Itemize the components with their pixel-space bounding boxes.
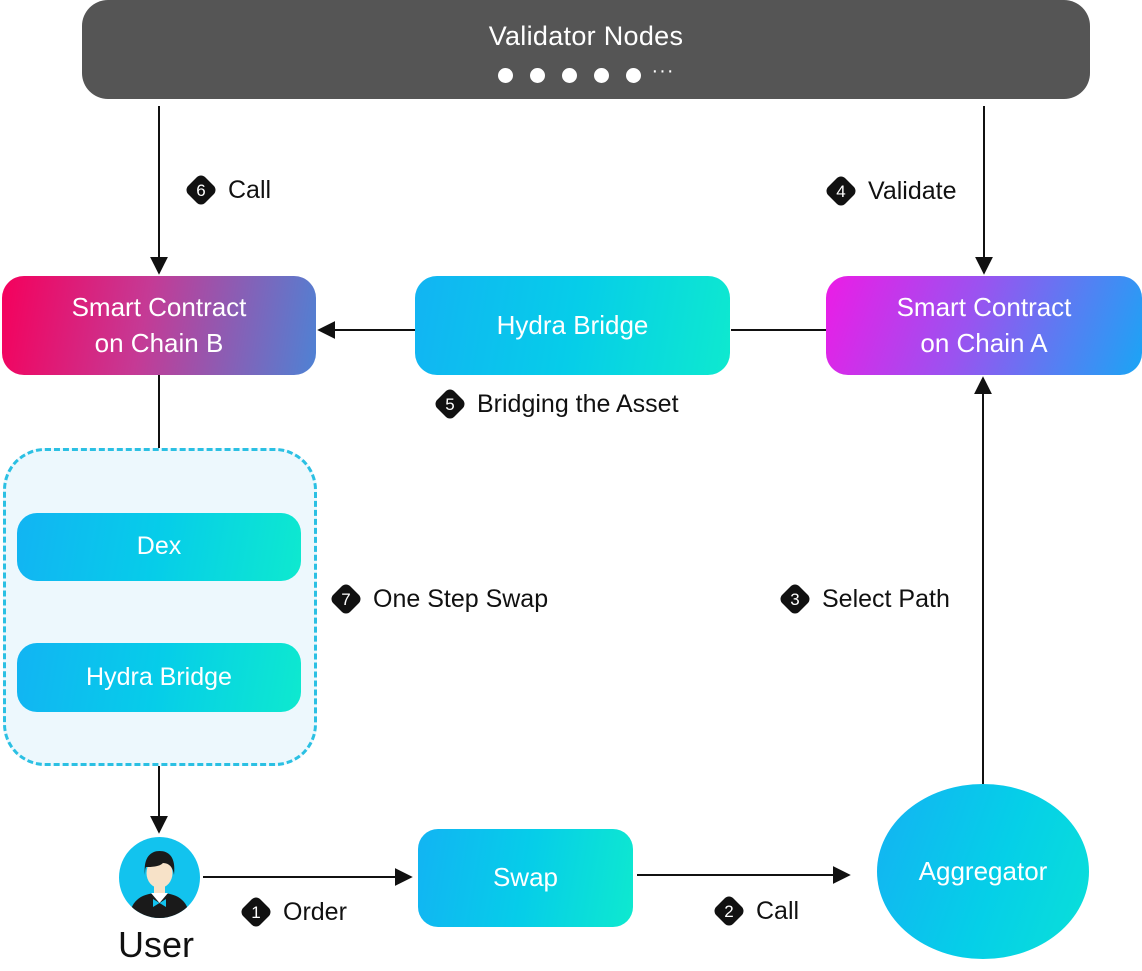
svg-text:7: 7 xyxy=(341,590,350,609)
validator-nodes-title: Validator Nodes xyxy=(488,20,684,51)
smart-contract-chain-b-label: Smart Contract on Chain B xyxy=(71,292,247,358)
step-7-label: One Step Swap xyxy=(373,584,549,613)
swap-label: Swap xyxy=(492,862,559,893)
validator-dot xyxy=(529,68,545,84)
smart-contract-chain-a: Smart Contract on Chain A xyxy=(826,276,1142,375)
validator-dot xyxy=(593,68,609,84)
aggregator-label: Aggregator xyxy=(918,855,1048,886)
validator-nodes: Validator Nodes ··· xyxy=(82,0,1090,99)
hydra-bridge-inner-label: Hydra Bridge xyxy=(86,662,232,691)
step-7-badge-icon: 7 xyxy=(331,584,361,614)
step-4-validate: 4 Validate xyxy=(824,174,957,208)
step-6-label: Call xyxy=(228,175,272,204)
validator-dot xyxy=(497,68,513,84)
step-1-label: Order xyxy=(283,897,347,926)
dex-node: Dex xyxy=(17,513,301,581)
step-5-badge-icon: 5 xyxy=(435,389,465,419)
step-4-badge-icon: 4 xyxy=(826,176,856,206)
step-2-badge-icon: 2 xyxy=(714,896,744,926)
step-2-label: Call xyxy=(756,896,800,925)
validator-dot xyxy=(561,68,577,84)
validator-dots: ··· xyxy=(497,60,675,85)
validator-ellipsis: ··· xyxy=(651,60,675,83)
hydra-bridge-top: Hydra Bridge xyxy=(415,276,730,375)
step-4-label: Validate xyxy=(868,176,957,205)
svg-text:4: 4 xyxy=(836,182,845,201)
hydra-bridge-inner: Hydra Bridge xyxy=(17,643,301,712)
hydra-bridge-top-label: Hydra Bridge xyxy=(496,309,649,340)
step-7-one-step-swap: 7 One Step Swap xyxy=(329,582,548,616)
user-avatar-icon xyxy=(119,837,200,918)
step-1-badge-icon: 1 xyxy=(241,897,271,927)
step-3-select-path: 3 Select Path xyxy=(778,582,950,616)
step-1-order: 1 Order xyxy=(239,895,347,929)
step-3-badge-icon: 3 xyxy=(780,584,810,614)
user-label: User xyxy=(118,924,195,965)
svg-text:1: 1 xyxy=(251,903,260,922)
validator-dot xyxy=(625,68,641,84)
one-step-swap-group xyxy=(3,448,317,766)
svg-text:2: 2 xyxy=(724,902,733,921)
step-3-label: Select Path xyxy=(822,584,950,613)
step-2-call: 2 Call xyxy=(712,894,799,928)
step-5-bridging: 5 Bridging the Asset xyxy=(433,387,679,421)
dex-label: Dex xyxy=(136,532,182,561)
step-6-badge-icon: 6 xyxy=(186,175,216,205)
smart-contract-chain-a-label: Smart Contract on Chain A xyxy=(896,292,1072,358)
smart-contract-chain-b: Smart Contract on Chain B xyxy=(2,276,316,375)
svg-text:3: 3 xyxy=(790,590,799,609)
step-5-label: Bridging the Asset xyxy=(477,389,679,418)
aggregator-node: Aggregator xyxy=(877,784,1089,959)
svg-text:5: 5 xyxy=(445,395,454,414)
svg-text:6: 6 xyxy=(196,181,205,200)
swap-node: Swap xyxy=(418,829,633,927)
step-6-call: 6 Call xyxy=(184,173,271,207)
